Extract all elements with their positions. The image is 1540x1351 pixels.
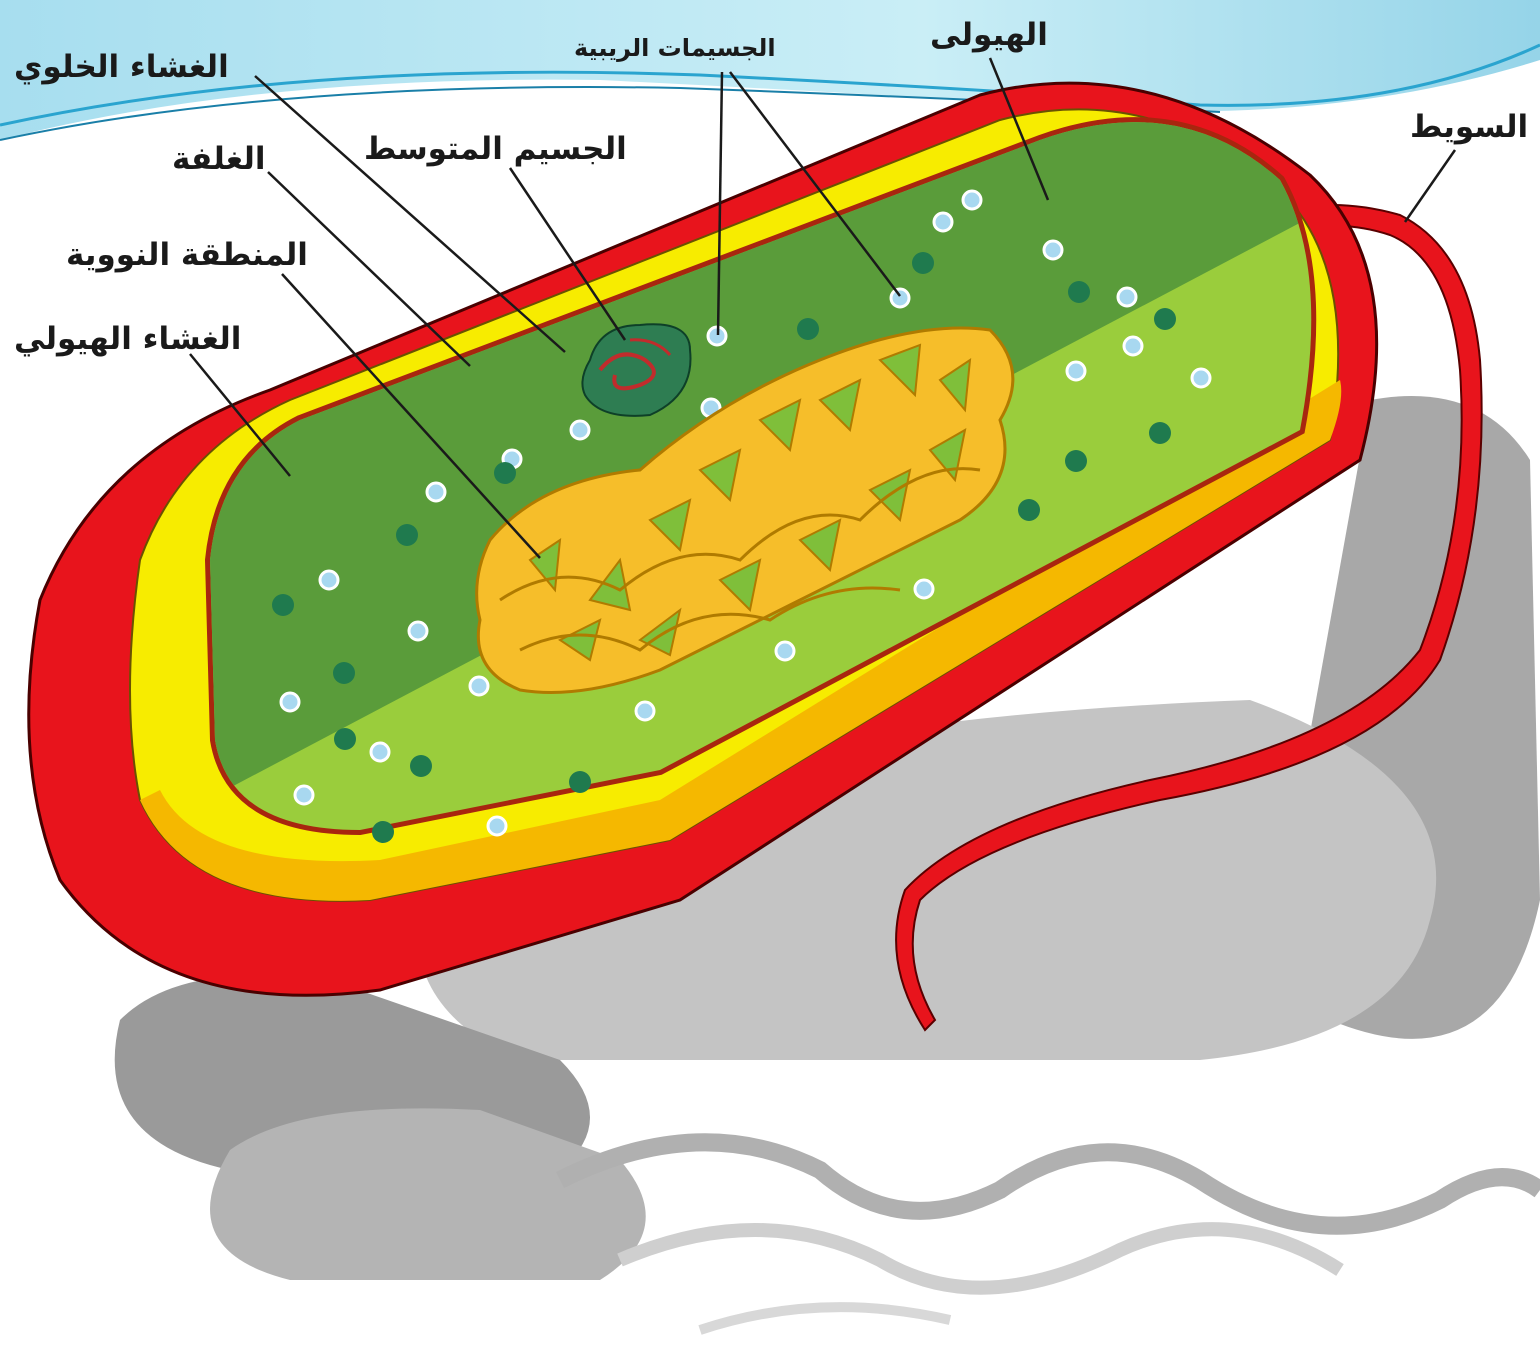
label-ribosomes: الجسيمات الريبية bbox=[574, 36, 776, 60]
ribosome-dot bbox=[488, 817, 506, 835]
granule-dot bbox=[1149, 422, 1171, 444]
ribosome-dot bbox=[470, 677, 488, 695]
ribosome-dot bbox=[1124, 337, 1142, 355]
granule-dot bbox=[1065, 450, 1087, 472]
ribosome-dot bbox=[963, 191, 981, 209]
ribosome-dot bbox=[1118, 288, 1136, 306]
label-cytoplasm: الهيولى bbox=[930, 20, 1048, 51]
leader-flagellum bbox=[1405, 150, 1455, 222]
ribosome-dot bbox=[571, 421, 589, 439]
ribosome-dot bbox=[776, 642, 794, 660]
ribosome-dot bbox=[281, 693, 299, 711]
granule-dot bbox=[410, 755, 432, 777]
granule-dot bbox=[333, 662, 355, 684]
granule-dot bbox=[334, 728, 356, 750]
granule-dot bbox=[797, 318, 819, 340]
label-nucleoid: المنطقة النووية bbox=[66, 240, 308, 271]
leader-plasma-membrane bbox=[255, 76, 565, 352]
ribosome-dot bbox=[371, 743, 389, 761]
granule-dot bbox=[1068, 281, 1090, 303]
granule-dot bbox=[272, 594, 294, 616]
ribosome-dot bbox=[915, 580, 933, 598]
ribosome-dot bbox=[891, 289, 909, 307]
granule-dot bbox=[396, 524, 418, 546]
label-mesosome: الجسيم المتوسط bbox=[364, 134, 627, 165]
ribosome-dot bbox=[1067, 362, 1085, 380]
granule-dot bbox=[372, 821, 394, 843]
label-plasma-membrane: الغشاء الخلوي bbox=[14, 52, 229, 83]
label-capsule: الغلفة bbox=[172, 144, 266, 175]
ribosome-dot bbox=[636, 702, 654, 720]
granule-dot bbox=[1154, 308, 1176, 330]
header-wave-decoration bbox=[0, 0, 1540, 140]
granule-dot bbox=[569, 771, 591, 793]
granule-dot bbox=[494, 462, 516, 484]
ribosome-dot bbox=[934, 213, 952, 231]
granule-dot bbox=[1018, 499, 1040, 521]
granule-dot bbox=[912, 252, 934, 274]
label-flagellum: السويط bbox=[1410, 112, 1528, 143]
label-cytoplasmic-membrane: الغشاء الهيولي bbox=[14, 324, 241, 355]
ribosome-dot bbox=[1192, 369, 1210, 387]
ribosome-dot bbox=[409, 622, 427, 640]
ribosome-dot bbox=[1044, 241, 1062, 259]
ribosome-dot bbox=[427, 483, 445, 501]
ribosome-dot bbox=[295, 786, 313, 804]
ribosome-dot bbox=[320, 571, 338, 589]
